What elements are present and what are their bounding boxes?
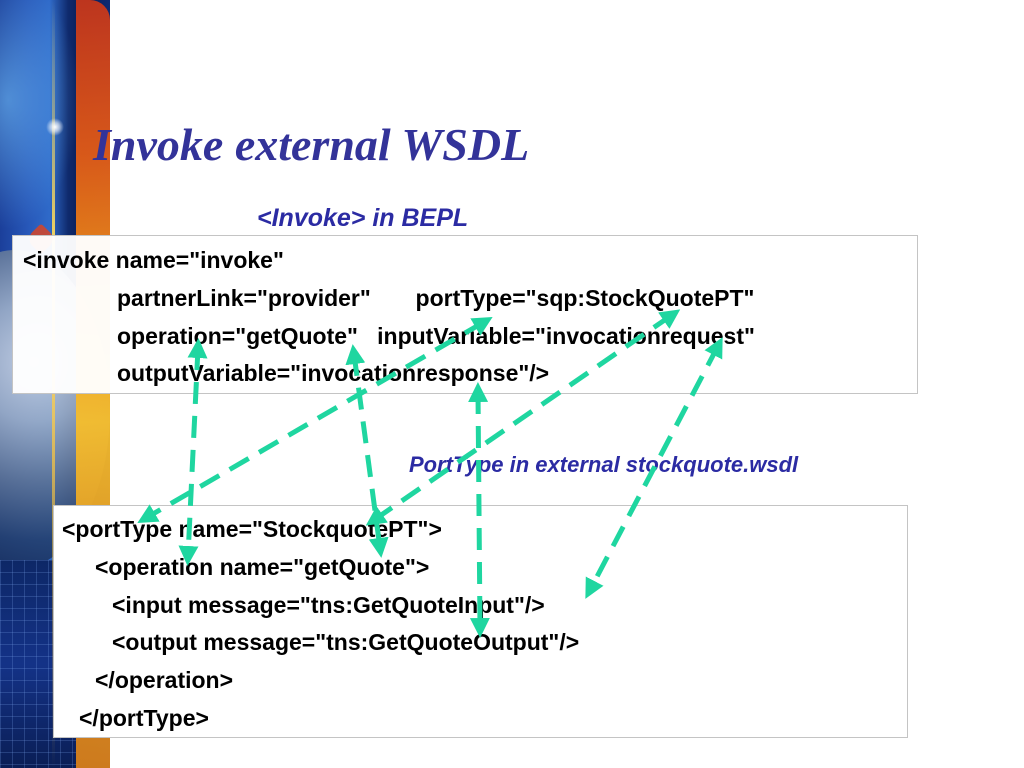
wsdl-code-line: </portType> — [79, 705, 209, 731]
wsdl-code-line: <operation name="getQuote"> — [95, 554, 430, 580]
bepl-code-line: partnerLink="provider" portType="sqp:Sto… — [117, 285, 755, 311]
wsdl-code-line: <input message="tns:GetQuoteInput"/> — [112, 592, 545, 618]
bepl-code-line: outputVariable="invocationresponse"/> — [117, 360, 550, 386]
slide-title: Invoke external WSDL — [93, 119, 530, 170]
wsdl-code-box: <portType name="StockquotePT"> <operatio… — [53, 505, 908, 738]
bepl-subtitle: <Invoke> in BEPL — [257, 204, 469, 232]
wsdl-code-line: </operation> — [95, 667, 234, 693]
star-sparkle-icon — [46, 118, 64, 136]
bepl-code-line: <invoke name="invoke" — [23, 247, 284, 273]
bepl-code-box: <invoke name="invoke" partnerLink="provi… — [12, 235, 918, 394]
wsdl-caption: PortType in external stockquote.wsdl — [409, 452, 799, 477]
wsdl-code-line: <portType name="StockquotePT"> — [62, 516, 442, 542]
wsdl-code-line: <output message="tns:GetQuoteOutput"/> — [112, 629, 580, 655]
bepl-code-line: operation="getQuote" inputVariable="invo… — [117, 323, 755, 349]
